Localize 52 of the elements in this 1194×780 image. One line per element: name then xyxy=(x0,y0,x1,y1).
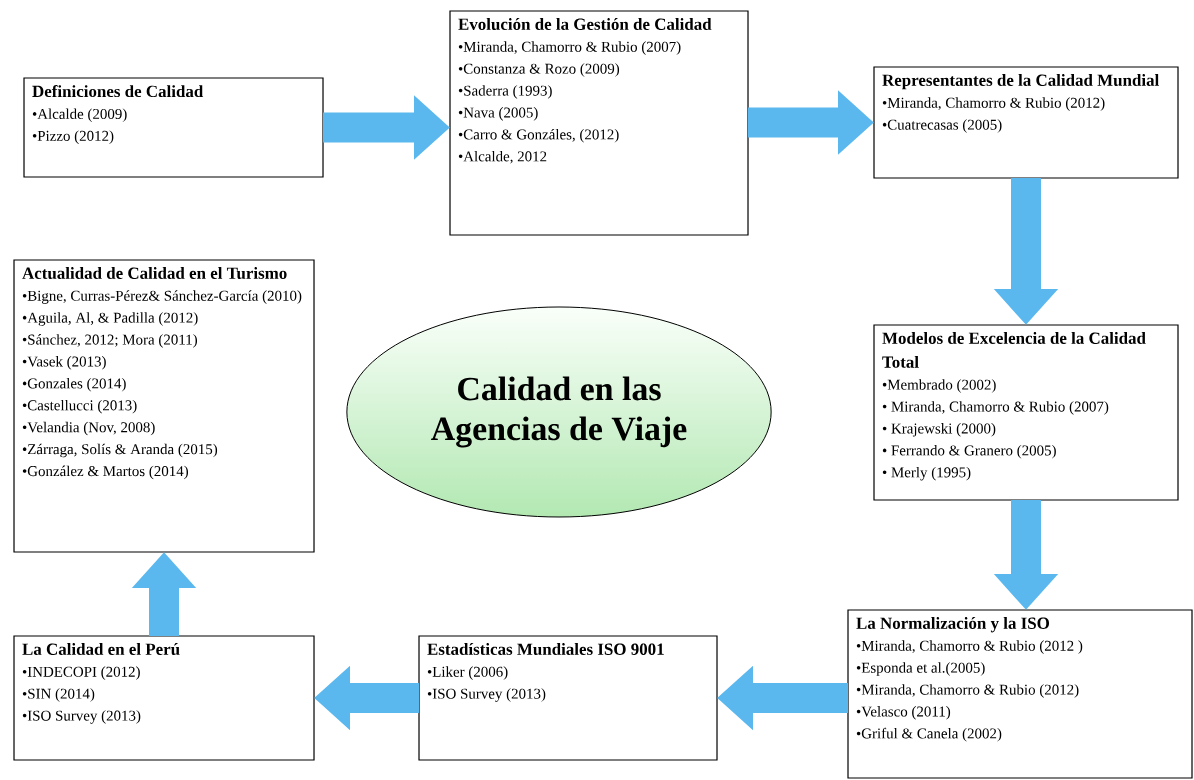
reference-item: •SIN (2014) xyxy=(22,688,95,702)
reference-item: •Sánchez, 2012; Mora (2011) xyxy=(22,334,197,348)
reference-item: • Merly (1995) xyxy=(882,466,971,481)
reference-item: •Alcalde (2009) xyxy=(32,108,127,123)
reference-item: • Ferrando & Granero (2005) xyxy=(882,444,1056,459)
reference-item: •INDECOPI (2012) xyxy=(22,666,140,680)
box-heading: Actualidad de Calidad en el Turismo xyxy=(22,267,287,279)
reference-item: •Cuatrecasas (2005) xyxy=(882,119,1002,133)
topic-box xyxy=(847,609,1193,779)
reference-item: •Velandia (Nov, 2008) xyxy=(22,421,155,436)
topic-box xyxy=(13,259,315,553)
reference-item: •Miranda, Chamorro & Rubio (2012) xyxy=(882,97,1105,111)
box-heading: Evolución de la Gestión de Calidad xyxy=(458,18,712,30)
box-heading: La Normalización y la ISO xyxy=(856,617,1049,633)
reference-item: •Alcalde, 2012 xyxy=(458,150,547,164)
reference-item: •ISO Survey (2013) xyxy=(427,688,546,702)
reference-item: •Liker (2006) xyxy=(427,666,508,680)
ellipse-title: Calidad en las Agencias de Viaje xyxy=(431,376,687,448)
reference-item: • Krajewski (2000) xyxy=(882,423,996,437)
reference-item: •González & Martos (2014) xyxy=(22,465,188,480)
box-heading: Definiciones de Calidad xyxy=(32,85,204,98)
topic-box xyxy=(873,324,1179,501)
topic-box xyxy=(449,10,749,236)
topic-ellipse xyxy=(346,306,772,518)
topic-box xyxy=(418,635,718,761)
reference-item: •Castellucci (2013) xyxy=(22,399,137,414)
topic-box xyxy=(23,77,324,178)
reference-item: •Membrado (2002) xyxy=(882,379,996,393)
reference-item: • Miranda, Chamorro & Rubio (2007) xyxy=(882,401,1109,415)
topic-box xyxy=(873,66,1179,179)
reference-item: •Esponda et al.(2005) xyxy=(856,662,985,676)
reference-item: •Saderra (1993) xyxy=(458,85,552,99)
reference-item: •Griful & Canela (2002) xyxy=(856,727,1002,742)
topic-box xyxy=(13,635,315,761)
box-heading: Estadísticas Mundiales ISO 9001 xyxy=(427,643,664,655)
box-heading: La Calidad en el Perú xyxy=(22,643,180,655)
box-heading: Modelos de Excelencia de la Calidad Total xyxy=(882,332,1146,368)
reference-item: •Zárraga, Solís & Aranda (2015) xyxy=(22,443,218,458)
reference-item: •Carro & Gonzáles, (2012) xyxy=(458,128,619,143)
reference-item: •Pizzo (2012) xyxy=(32,130,114,144)
reference-item: •Bigne, Curras-Pérez& Sánchez-García (2010) xyxy=(22,290,302,304)
reference-item: •Miranda, Chamorro & Rubio (2012 ) xyxy=(856,640,1083,654)
reference-item: •Gonzales (2014) xyxy=(22,378,126,392)
reference-item: •Constanza & Rozo (2009) xyxy=(458,63,620,77)
reference-item: •Miranda, Chamorro & Rubio (2007) xyxy=(458,41,681,55)
reference-item: •Vasek (2013) xyxy=(22,356,106,370)
reference-item: •Nava (2005) xyxy=(458,107,538,121)
box-heading: Representantes de la Calidad Mundial xyxy=(882,74,1159,90)
reference-item: •Aguila, Al, & Padilla (2012) xyxy=(22,312,198,326)
reference-item: •Miranda, Chamorro & Rubio (2012) xyxy=(856,684,1079,698)
reference-item: •ISO Survey (2013) xyxy=(22,710,141,724)
reference-item: •Velasco (2011) xyxy=(856,706,951,720)
